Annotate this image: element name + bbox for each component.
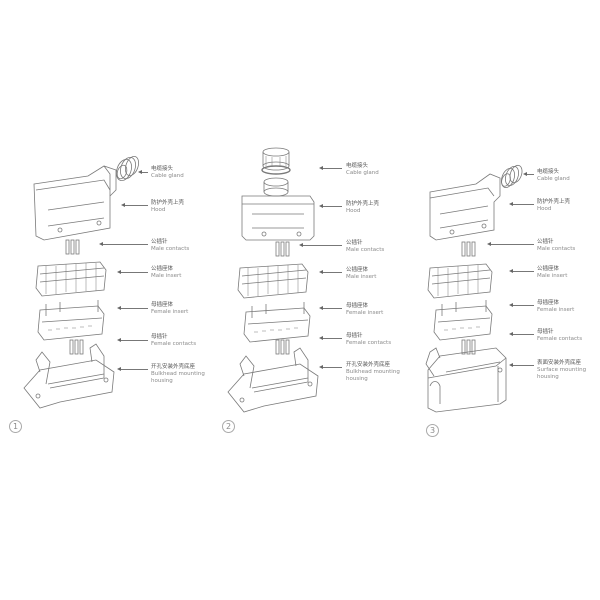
male-insert-drawing: [35, 261, 107, 297]
male-contacts-drawing: [275, 241, 290, 257]
surface-housing-drawing: [425, 347, 507, 413]
bulkhead-housing-drawing: [23, 343, 115, 409]
exploded-view-2: [227, 147, 319, 413]
male-contacts-drawing: [461, 241, 476, 257]
panel-number-1: 1: [9, 420, 22, 433]
female-contacts-drawing: [461, 339, 476, 355]
female-contacts-drawing: [69, 339, 84, 355]
hood-drawing: [241, 195, 315, 241]
male-contacts-drawing: [65, 239, 80, 255]
cable-gland-drawing: [116, 155, 139, 182]
female-insert-drawing: [433, 300, 493, 341]
female-contacts-drawing: [275, 339, 290, 355]
cable-gland-drawing: [261, 147, 291, 197]
female-insert-drawing: [37, 300, 105, 341]
female-insert-drawing: [243, 302, 311, 343]
panel-number-3: 3: [426, 424, 439, 437]
exploded-view-1: [23, 155, 139, 409]
panel-number-2: 2: [222, 420, 235, 433]
hood-drawing: [429, 173, 501, 241]
male-insert-drawing: [237, 263, 309, 299]
hood-drawing: [33, 165, 117, 241]
bulkhead-housing-drawing: [227, 347, 319, 413]
exploded-view-3: [425, 164, 523, 413]
male-insert-drawing: [427, 263, 493, 299]
cable-gland-drawing: [501, 164, 523, 189]
